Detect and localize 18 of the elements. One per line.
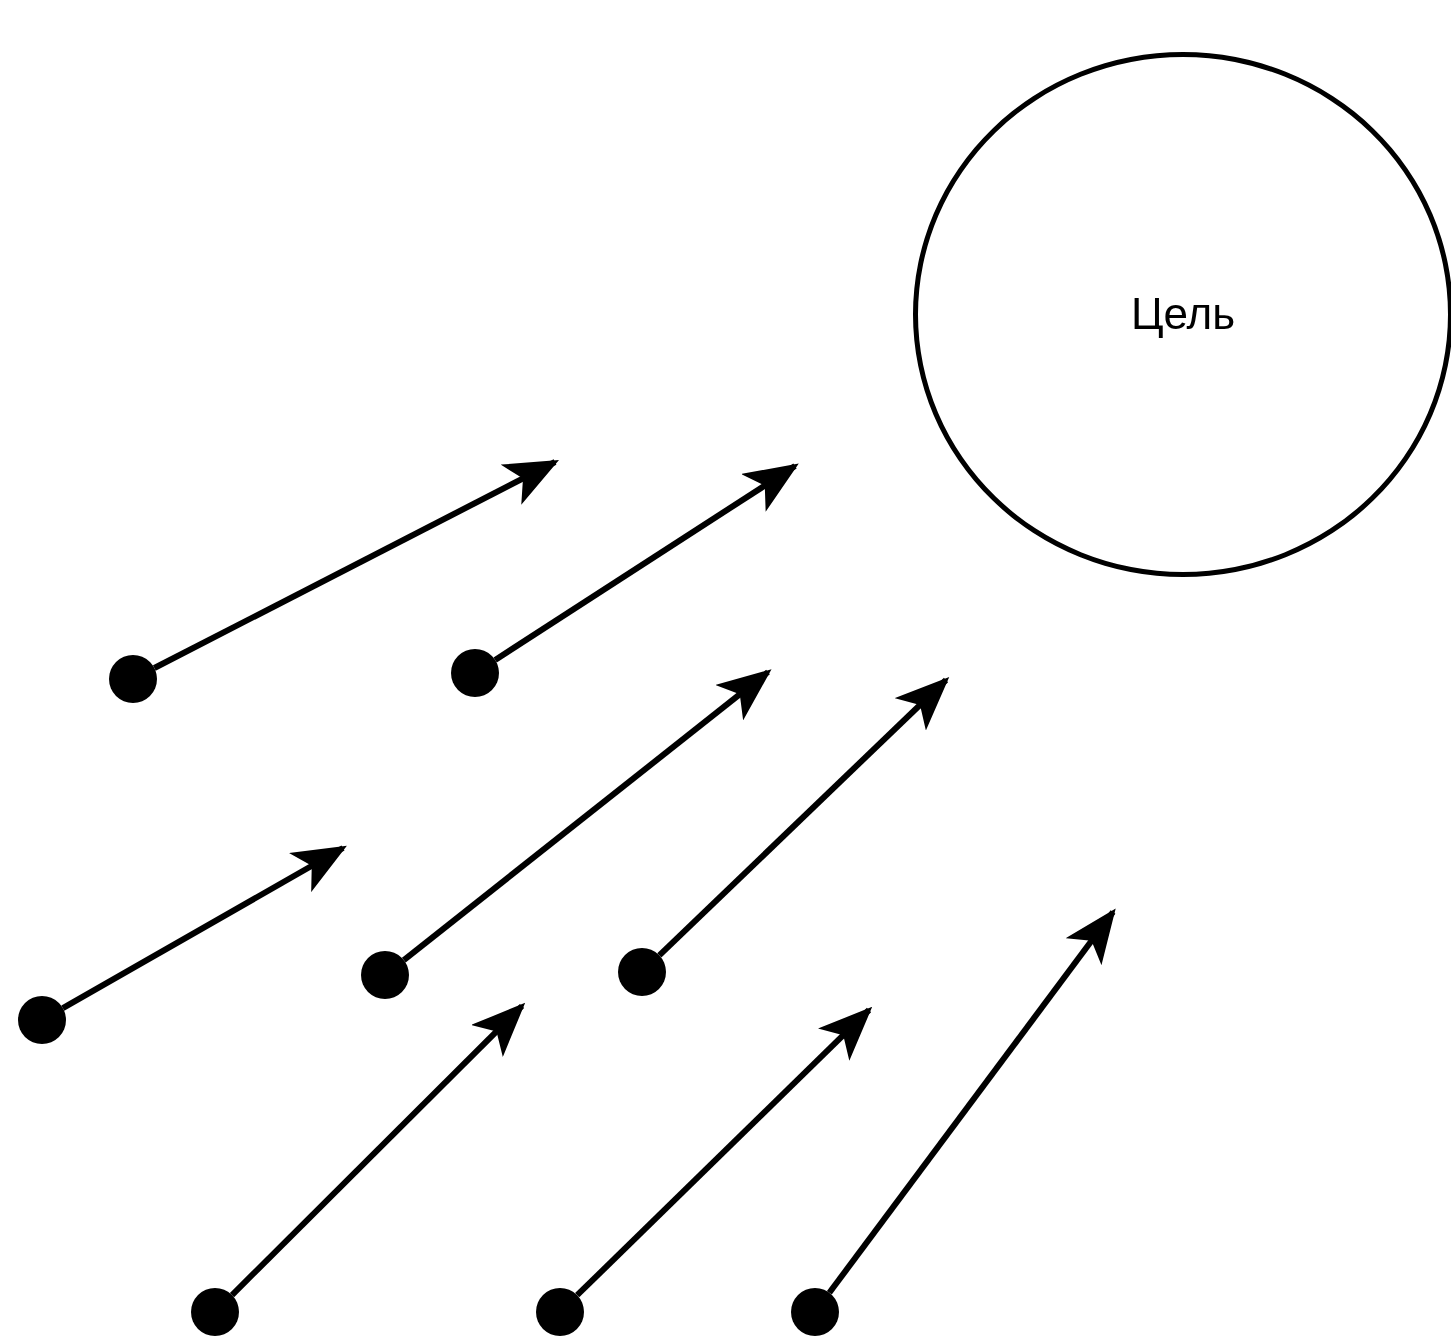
target-label: Цель: [1130, 289, 1236, 339]
start-dot: [618, 948, 666, 996]
start-dot: [18, 996, 66, 1044]
start-dot: [791, 1288, 839, 1336]
arrow: [493, 463, 799, 663]
arrow: [229, 1002, 526, 1298]
start-dot: [191, 1288, 239, 1336]
arrow: [61, 845, 347, 1011]
arrow: [826, 908, 1116, 1295]
start-dot: [361, 951, 409, 999]
arrow: [657, 676, 950, 958]
arrow: [575, 1006, 873, 1298]
start-dot: [451, 649, 499, 697]
arrow: [152, 459, 559, 671]
start-dot: [109, 655, 157, 703]
arrow: [401, 669, 772, 963]
target-circle: [913, 51, 1451, 577]
start-dot: [536, 1288, 584, 1336]
